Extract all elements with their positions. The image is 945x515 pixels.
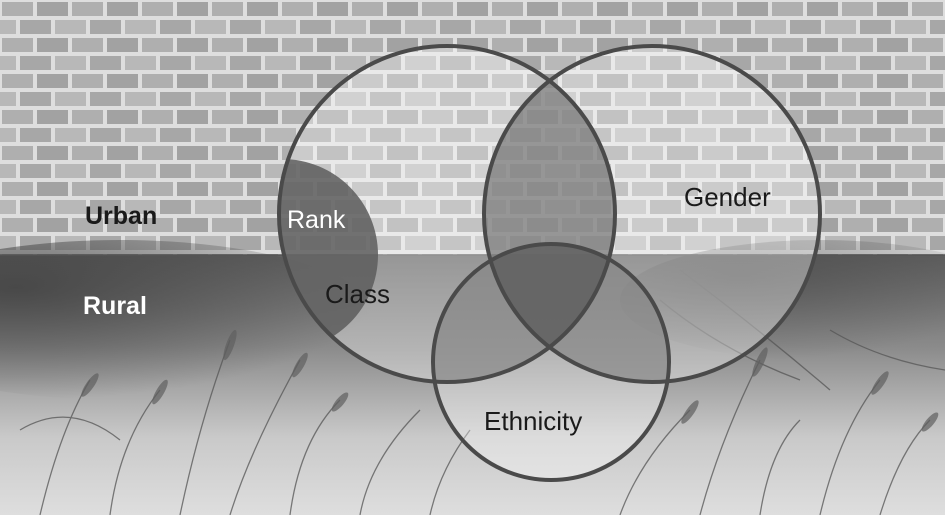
rank-label: Rank <box>287 206 346 234</box>
ethnicity-circle <box>431 242 671 482</box>
class-circle <box>277 44 617 384</box>
ethnicity-label: Ethnicity <box>484 406 582 436</box>
gender-label: Gender <box>684 182 771 212</box>
gender-circle <box>482 44 822 384</box>
class-label: Class <box>325 279 390 309</box>
urban-label: Urban <box>85 202 157 230</box>
rural-field-background <box>0 240 945 515</box>
urban-brick-background <box>0 0 945 255</box>
rural-label: Rural <box>83 292 147 320</box>
